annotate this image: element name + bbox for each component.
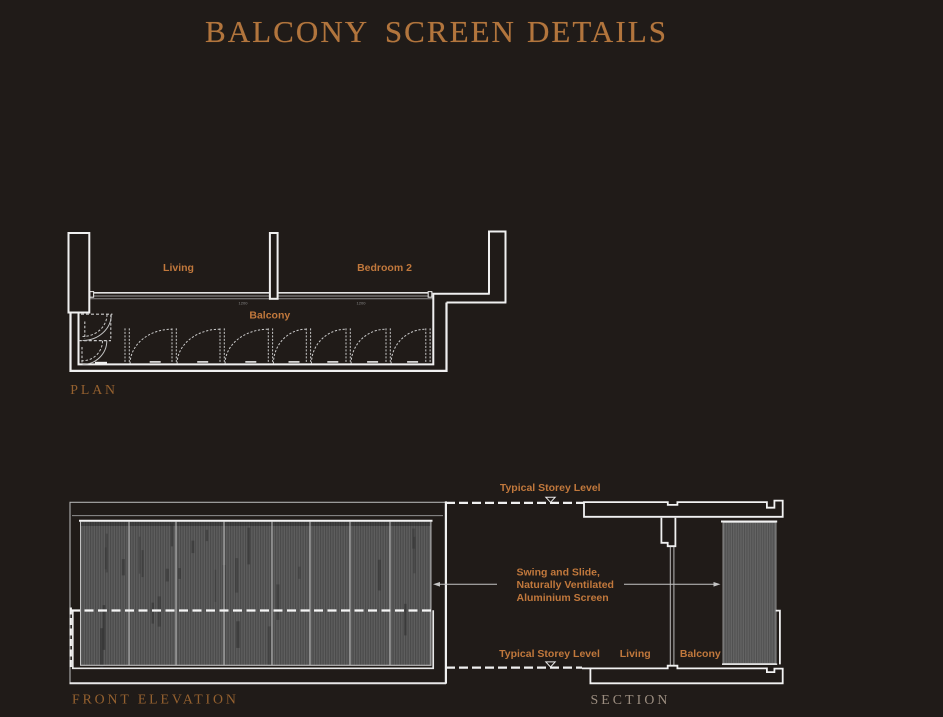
- svg-text:Naturally Ventilated: Naturally Ventilated: [517, 579, 614, 591]
- svg-text:Aluminium Screen: Aluminium Screen: [517, 592, 609, 604]
- svg-text:1200: 1200: [239, 301, 249, 306]
- svg-text:Typical Storey Level: Typical Storey Level: [499, 648, 600, 660]
- svg-text:Swing and Slide,: Swing and Slide,: [517, 567, 601, 579]
- svg-text:Living: Living: [163, 262, 194, 274]
- svg-text:Balcony: Balcony: [680, 648, 721, 660]
- svg-text:Bedroom 2: Bedroom 2: [357, 262, 412, 274]
- svg-text:Balcony: Balcony: [249, 310, 290, 322]
- svg-text:Living: Living: [620, 648, 651, 660]
- svg-text:FRONT ELEVATION: FRONT ELEVATION: [72, 692, 239, 707]
- svg-text:PLAN: PLAN: [70, 382, 118, 397]
- svg-text:Typical Storey Level: Typical Storey Level: [500, 482, 601, 494]
- svg-text:SECTION: SECTION: [591, 692, 671, 707]
- svg-text:1200: 1200: [357, 301, 367, 306]
